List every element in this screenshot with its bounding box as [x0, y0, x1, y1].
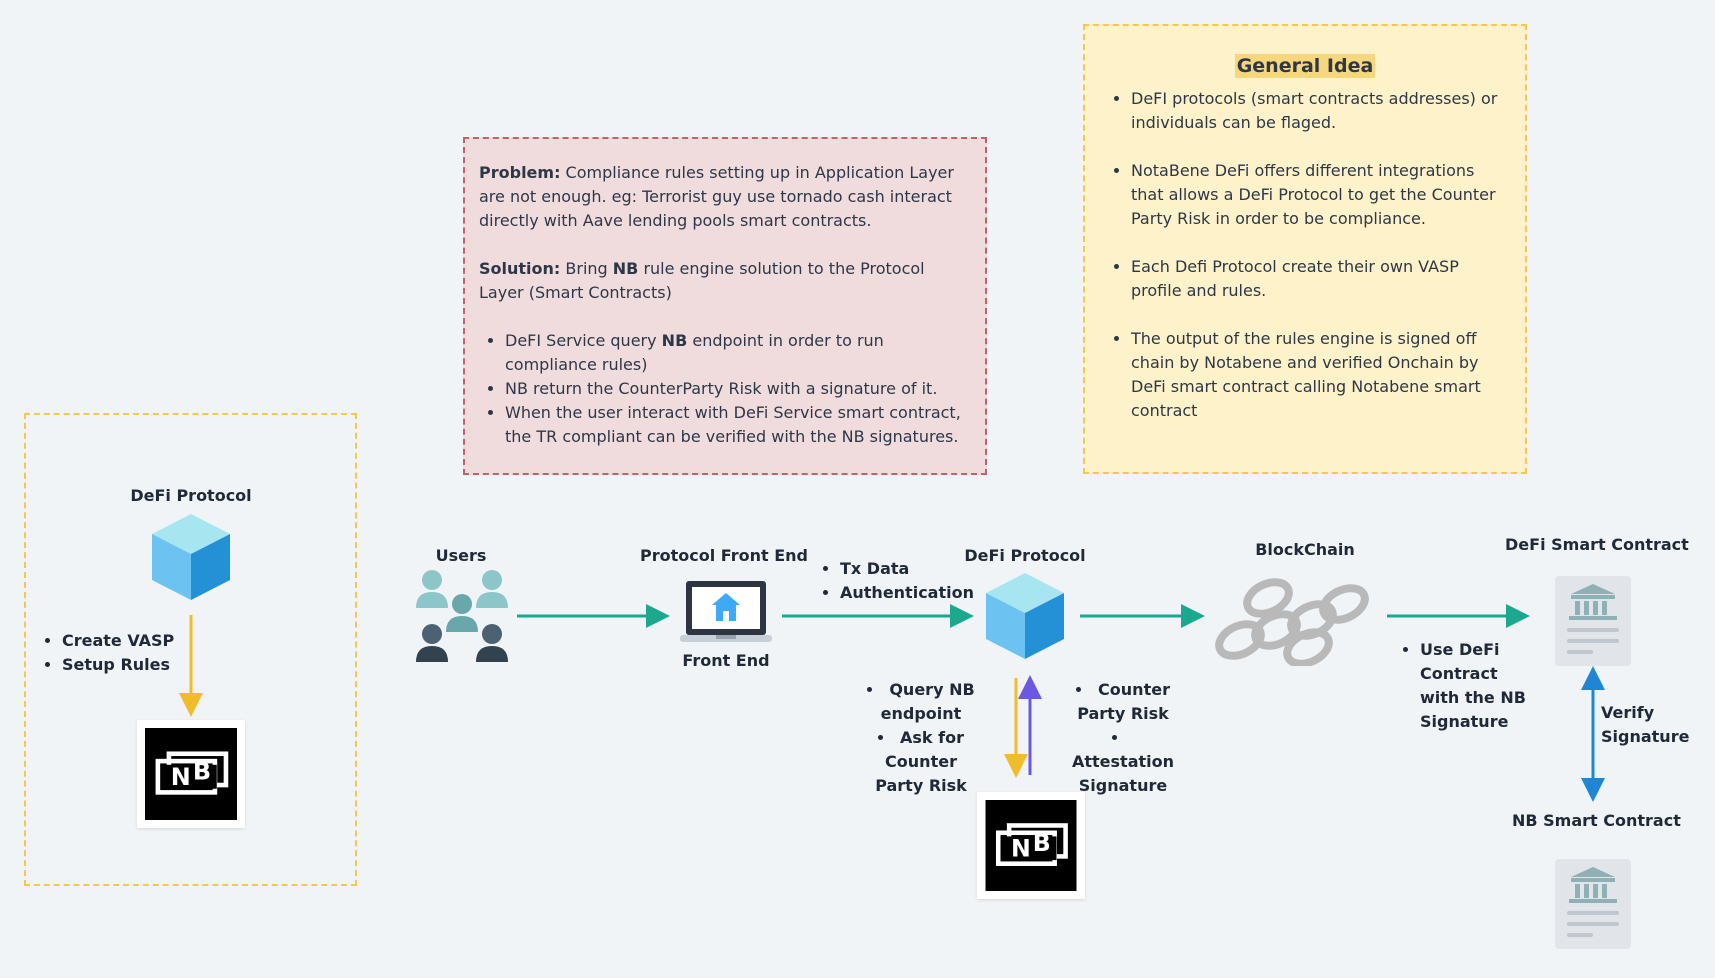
bottom-nb-logo-card — [977, 792, 1085, 899]
tx-bullets: Tx Data Authentication — [820, 557, 980, 605]
frontend-sub: Front End — [682, 651, 770, 670]
chain-icon — [1215, 578, 1369, 666]
problem-paragraph: Problem: Compliance rules setting up in … — [479, 161, 971, 233]
query-bullet-1: Query NB endpoint — [842, 678, 1000, 726]
risk-bullets: Counter Party Risk Attestation Signature — [1050, 678, 1196, 798]
risk-bullet-2: Attestation Signature — [1050, 726, 1196, 798]
blockchain-label: BlockChain — [1255, 540, 1355, 559]
tx-bullet-2: Authentication — [840, 581, 980, 605]
idea-bullet-2: NotaBene DeFi offers different integrati… — [1131, 159, 1505, 231]
problem-bullet-1: DeFI Service query NB endpoint in order … — [505, 329, 971, 377]
nb-contract-title: NB Smart Contract — [1512, 811, 1681, 830]
use-bullet-1: Use DeFi Contract with the NB Signature — [1420, 638, 1536, 734]
smart-contract-title: DeFi Smart Contract — [1505, 535, 1689, 554]
verify-label: Verify Signature — [1601, 703, 1690, 746]
tx-bullet-1: Tx Data — [840, 557, 980, 581]
problem-solution-box: Problem: Compliance rules setting up in … — [463, 137, 987, 475]
general-idea-box: General Idea DeFI protocols (smart contr… — [1083, 24, 1527, 474]
query-bullet-2: Ask for Counter Party Risk — [842, 726, 1000, 798]
defi-title: DeFi Protocol — [964, 546, 1086, 565]
idea-bullet-3: Each Defi Protocol create their own VASP… — [1131, 255, 1505, 303]
left-nb-logo-card — [137, 720, 245, 828]
solution-post: rule engine solution to the Protocol Lay… — [479, 259, 925, 302]
idea-bullets: DeFI protocols (smart contracts addresse… — [1105, 87, 1505, 423]
general-idea-title: General Idea — [1234, 54, 1376, 78]
left-defi-box — [24, 413, 357, 886]
problem-bullet-3: When the user interact with DeFi Service… — [505, 401, 971, 449]
problem-bullets: DeFI Service query NB endpoint in order … — [479, 329, 971, 449]
idea-bullet-4: The output of the rules engine is signed… — [1131, 327, 1505, 423]
users-group-icon — [416, 570, 508, 662]
users-label: Users — [435, 546, 487, 565]
frontend-title: Protocol Front End — [640, 546, 808, 565]
risk-bullet-1: Counter Party Risk — [1050, 678, 1196, 726]
left-bullet-2: Setup Rules — [62, 653, 192, 677]
use-bullets: Use DeFi Contract with the NB Signature — [1400, 638, 1536, 734]
idea-bullet-1: DeFI protocols (smart contracts addresse… — [1131, 87, 1505, 135]
solution-nb: NB — [612, 259, 639, 278]
laptop-home-icon — [680, 581, 772, 642]
solution-paragraph: Solution: Bring NB rule engine solution … — [479, 257, 971, 305]
solution-label: Solution: — [479, 259, 561, 278]
problem-bullet-2: NB return the CounterParty Risk with a s… — [505, 377, 971, 401]
left-defi-title: DeFi Protocol — [130, 486, 252, 505]
solution-pre: Bring — [560, 259, 613, 278]
query-bullets: Query NB endpoint Ask for Counter Party … — [842, 678, 1000, 798]
left-bullets: Create VASP Setup Rules — [42, 629, 192, 677]
problem-label: Problem: — [479, 163, 561, 182]
left-bullet-1: Create VASP — [62, 629, 192, 653]
problem-text: Compliance rules setting up in Applicati… — [479, 163, 954, 230]
